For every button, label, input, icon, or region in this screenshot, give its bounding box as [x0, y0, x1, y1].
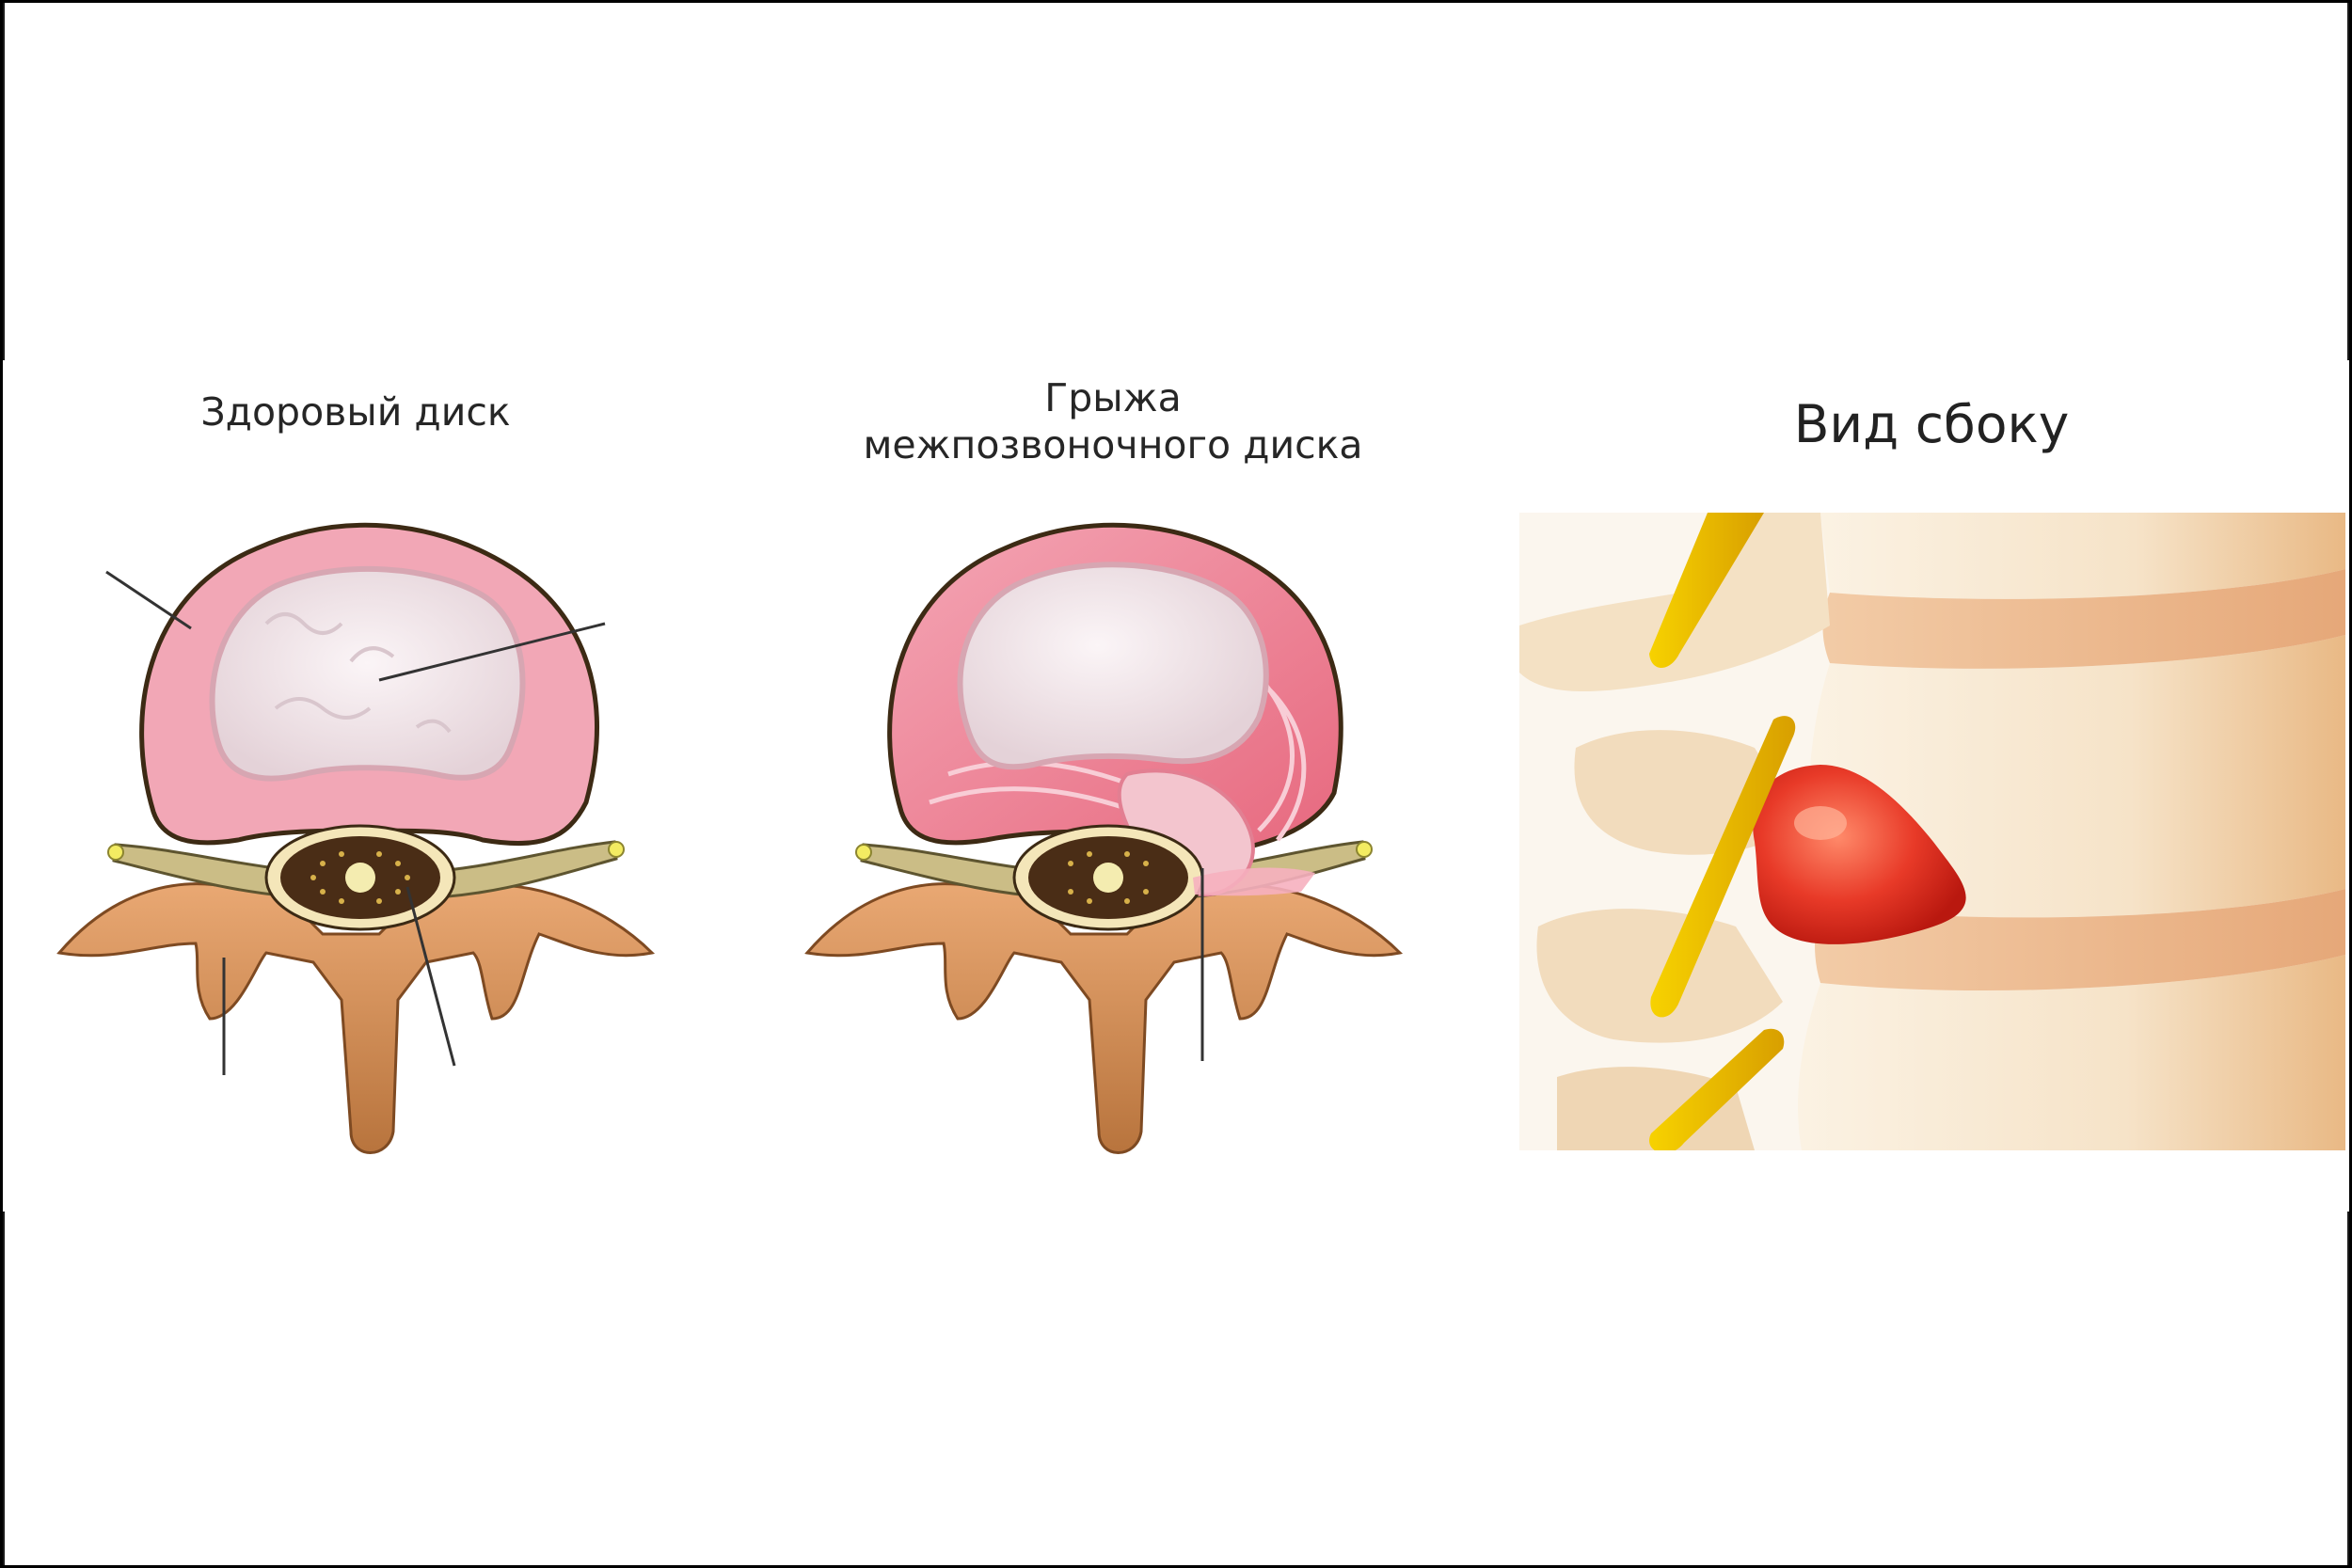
leader-line-annulus [105, 570, 192, 630]
leader-line-nucleus [378, 622, 606, 682]
vertebral-body-middle [1808, 635, 2345, 918]
nerve-end-left [107, 844, 124, 861]
side-view-illustration [1519, 513, 2345, 1150]
nucleus-pulposus [957, 562, 1269, 770]
herniation-title-line2: межпозвоночного диска [863, 422, 1363, 468]
disc-lower [1815, 889, 2345, 991]
healthy-disc-illustration [40, 492, 680, 1169]
right-edge-line [2347, 3, 2349, 360]
side-view-title: Вид сбоку [1793, 394, 2070, 454]
vertebral-body-lower [1798, 955, 2345, 1150]
leader-line-canal [405, 886, 456, 1067]
diagram-canvas: Здоровый диск Грыжа межпозвоночного диск… [3, 3, 2349, 1565]
healthy-disc-title: Здоровый диск [200, 389, 511, 435]
herniation-title: Грыжа межпозвоночного диска [784, 374, 1442, 468]
nerve-end-right [608, 841, 625, 858]
nucleus-pulposus [209, 565, 526, 782]
left-edge-line [3, 3, 5, 360]
nerve-root-lower [1649, 1028, 1785, 1150]
nerve-root-bar [112, 840, 618, 900]
left-edge-line-lower [3, 1212, 5, 1565]
nerve-root-upper [1649, 513, 1764, 668]
disc-upper [1822, 569, 2345, 669]
herniated-disc-illustration [788, 492, 1428, 1169]
facet-lower [1536, 909, 1783, 1043]
nerve-root-middle [1650, 716, 1796, 1018]
herniation-title-line1: Грыжа [1044, 375, 1182, 420]
vertebral-body-upper [1820, 513, 2345, 599]
right-edge-line-lower [2347, 1212, 2349, 1565]
